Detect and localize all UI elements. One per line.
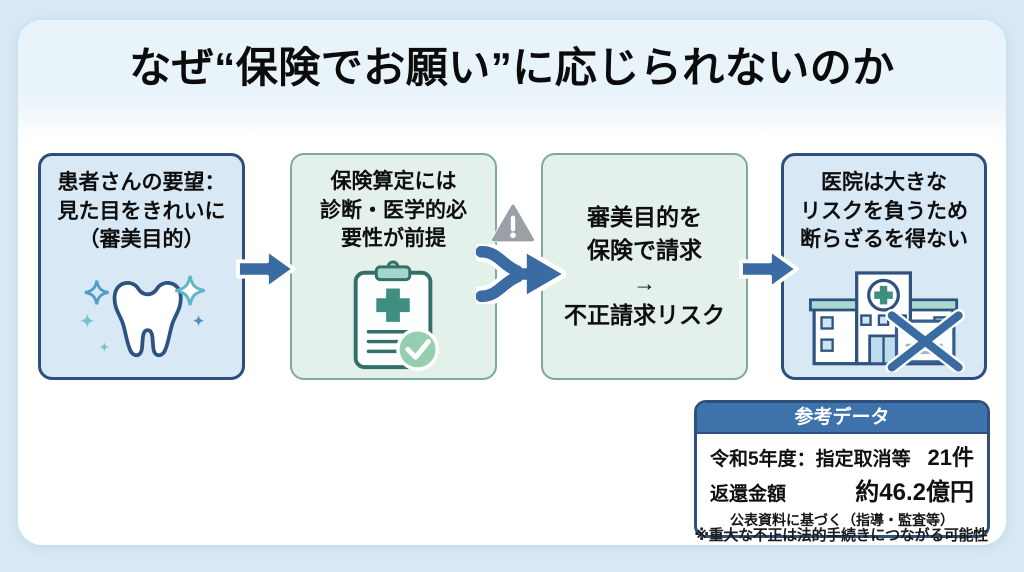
hospital-rejected-claim-icon <box>784 255 984 377</box>
reference-row-label: 令和5年度：指定取消等 <box>710 449 911 470</box>
box-text-line: リスクを負うため <box>800 199 968 223</box>
box-text-line: 断らざるを得ない <box>800 228 968 252</box>
box-text: 患者さんの要望： 見た目をきれいに （審美目的） <box>58 169 226 255</box>
medical-clipboard-check-icon <box>292 254 495 378</box>
box-text-line: 審美目的を <box>587 204 702 231</box>
reference-panel-body: 令和5年度：指定取消等 21件 返還金額 約46.2億円 公表資料に基づく（指導… <box>697 434 987 535</box>
page-title: なぜ“保険でお願い”に応じられないのか <box>129 44 895 91</box>
reference-source-note: 公表資料に基づく（指導・監査等） <box>730 512 954 528</box>
box-text-line: 患者さんの要望： <box>57 171 226 194</box>
reference-row-value: 21件 <box>927 445 974 470</box>
reference-row-label: 返還金額 <box>710 484 787 505</box>
box-text: 審美目的を 保険で請求 → 不正請求リスク <box>564 201 725 332</box>
reference-row-revocations: 令和5年度：指定取消等 21件 <box>710 440 974 472</box>
box-text-line: 医院は大きな <box>821 171 947 194</box>
box-text-line: 保険算定には <box>330 170 457 193</box>
reference-row-refund-amount: 返還金額 約46.2億円 <box>710 472 974 507</box>
box-text: 医院は大きな リスクを負うため 断らざるを得ない <box>800 169 968 255</box>
reference-row-value: 約46.2億円 <box>855 479 974 506</box>
arrow-right-icon <box>739 247 799 291</box>
box-text-line: 保険で請求 <box>587 236 702 263</box>
warning-icon <box>492 203 534 243</box>
reference-panel-header: 参考データ <box>697 403 987 434</box>
flow-box-clinic-refusal: 医院は大きな リスクを負うため 断らざるを得ない <box>781 153 987 380</box>
box-text-line: 見た目をきれいに <box>57 199 226 223</box>
flow-box-fraud-risk: 審美目的を 保険で請求 → 不正請求リスク <box>541 153 748 380</box>
box-text: 保険算定には 診断・医学的必 要性が前提 <box>320 168 467 254</box>
flow-box-insurance-requirement: 保険算定には 診断・医学的必 要性が前提 <box>290 153 497 380</box>
box-text-line: 要性が前提 <box>341 227 446 251</box>
flow-box-patient-request: 患者さんの要望： 見た目をきれいに （審美目的） <box>38 153 245 380</box>
box-text-line: （審美目的） <box>78 228 205 252</box>
arrow-right-icon <box>236 247 296 291</box>
reference-data-panel: 参考データ 令和5年度：指定取消等 21件 返還金額 約46.2億円 公表資料に… <box>694 400 990 538</box>
merge-arrow-icon <box>476 244 566 304</box>
down-arrow-text: → <box>633 269 656 296</box>
box-text-line: 診断・医学的必 <box>320 198 467 222</box>
legal-footnote: ※重大な不正は法的手続きにつながる可能性 <box>694 527 988 544</box>
sparkling-tooth-icon <box>41 255 242 377</box>
box-text-line: 不正請求リスク <box>564 302 725 329</box>
x-mark-icon <box>885 308 965 372</box>
